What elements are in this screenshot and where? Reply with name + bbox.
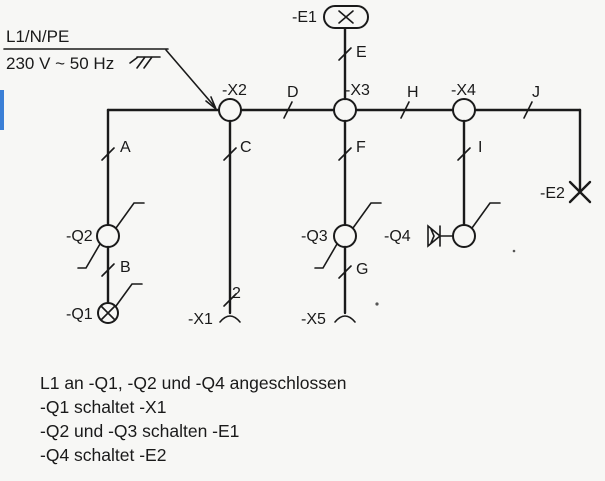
junction-x3-label: -X3 bbox=[345, 82, 370, 99]
junction-x3[interactable] bbox=[333, 98, 357, 122]
segment-b-tick bbox=[101, 263, 115, 277]
switch-q2-contact-icon bbox=[77, 243, 101, 269]
segment-g-tick bbox=[338, 265, 352, 279]
switch-q3-lever-icon bbox=[352, 202, 382, 229]
note-line: -Q1 schaltet -X1 bbox=[40, 397, 167, 417]
switch-q1-lever-icon bbox=[115, 283, 143, 307]
segment-a-tick bbox=[101, 147, 115, 161]
switch-q2-label: -Q2 bbox=[66, 228, 93, 245]
segment-j-label: J bbox=[532, 84, 540, 101]
socket-x5-label: -X5 bbox=[301, 311, 326, 328]
indicator-q1-label: -Q1 bbox=[66, 306, 93, 323]
scan-dot bbox=[375, 302, 379, 306]
switch-q3-contact-icon bbox=[314, 243, 338, 269]
socket-x1-label: -X1 bbox=[188, 311, 213, 328]
junction-x2-label: -X2 bbox=[222, 82, 247, 99]
switch-q4-indicator-icon bbox=[427, 224, 442, 248]
segment-e-tick bbox=[338, 47, 352, 61]
segment-f-label: F bbox=[356, 139, 366, 156]
supply-leader-arrow bbox=[165, 49, 216, 108]
junction-x4[interactable] bbox=[452, 98, 476, 122]
lamp-e2-label: -E2 bbox=[540, 185, 565, 202]
segment-d-label: D bbox=[287, 84, 299, 101]
segment-d-tick bbox=[283, 101, 293, 119]
segment-h-tick bbox=[400, 101, 410, 119]
segment-h-label: H bbox=[407, 84, 419, 101]
note-line: -Q2 und -Q3 schalten -E1 bbox=[40, 421, 240, 441]
segment-e-label: E bbox=[356, 44, 367, 61]
supply-system-label: L1/N/PE bbox=[6, 27, 69, 46]
junction-x4-label: -X4 bbox=[451, 82, 476, 99]
switch-q2-lever-icon bbox=[115, 202, 145, 229]
scan-dot bbox=[512, 249, 516, 253]
note-line: -Q4 schaltet -E2 bbox=[40, 445, 167, 465]
notes-block: L1 an -Q1, -Q2 und -Q4 angeschlossen -Q1… bbox=[40, 371, 580, 467]
switch-q3-label: -Q3 bbox=[301, 228, 328, 245]
segment-f-tick bbox=[338, 147, 352, 161]
socket-x1-symbol[interactable] bbox=[219, 315, 241, 323]
lamp-e1-cross-icon bbox=[338, 10, 354, 24]
indicator-q1-cross-icon bbox=[100, 305, 116, 321]
segment-a-label: A bbox=[120, 139, 131, 156]
lamp-e2-cross-icon[interactable] bbox=[568, 180, 592, 204]
segment-c-label: C bbox=[240, 139, 252, 156]
segment-j-tick bbox=[523, 101, 533, 119]
lamp-e1-label: -E1 bbox=[292, 9, 317, 26]
segment-i-tick bbox=[457, 147, 471, 161]
three-conductor-mark bbox=[129, 56, 161, 69]
switch-q4-lever-icon bbox=[471, 202, 501, 229]
junction-x2[interactable] bbox=[218, 98, 242, 122]
segment-c-tick bbox=[223, 147, 237, 161]
segment-i-label: I bbox=[478, 139, 482, 156]
segment-b-label: B bbox=[120, 259, 131, 276]
selection-edge-marker bbox=[0, 90, 4, 130]
socket-x1-tick bbox=[223, 293, 237, 307]
supply-rating-label: 230 V ~ 50 Hz bbox=[6, 54, 114, 73]
note-line: L1 an -Q1, -Q2 und -Q4 angeschlossen bbox=[40, 373, 347, 393]
socket-x5-symbol[interactable] bbox=[334, 315, 356, 323]
switch-q4-label: -Q4 bbox=[384, 228, 411, 245]
segment-g-label: G bbox=[356, 261, 368, 278]
